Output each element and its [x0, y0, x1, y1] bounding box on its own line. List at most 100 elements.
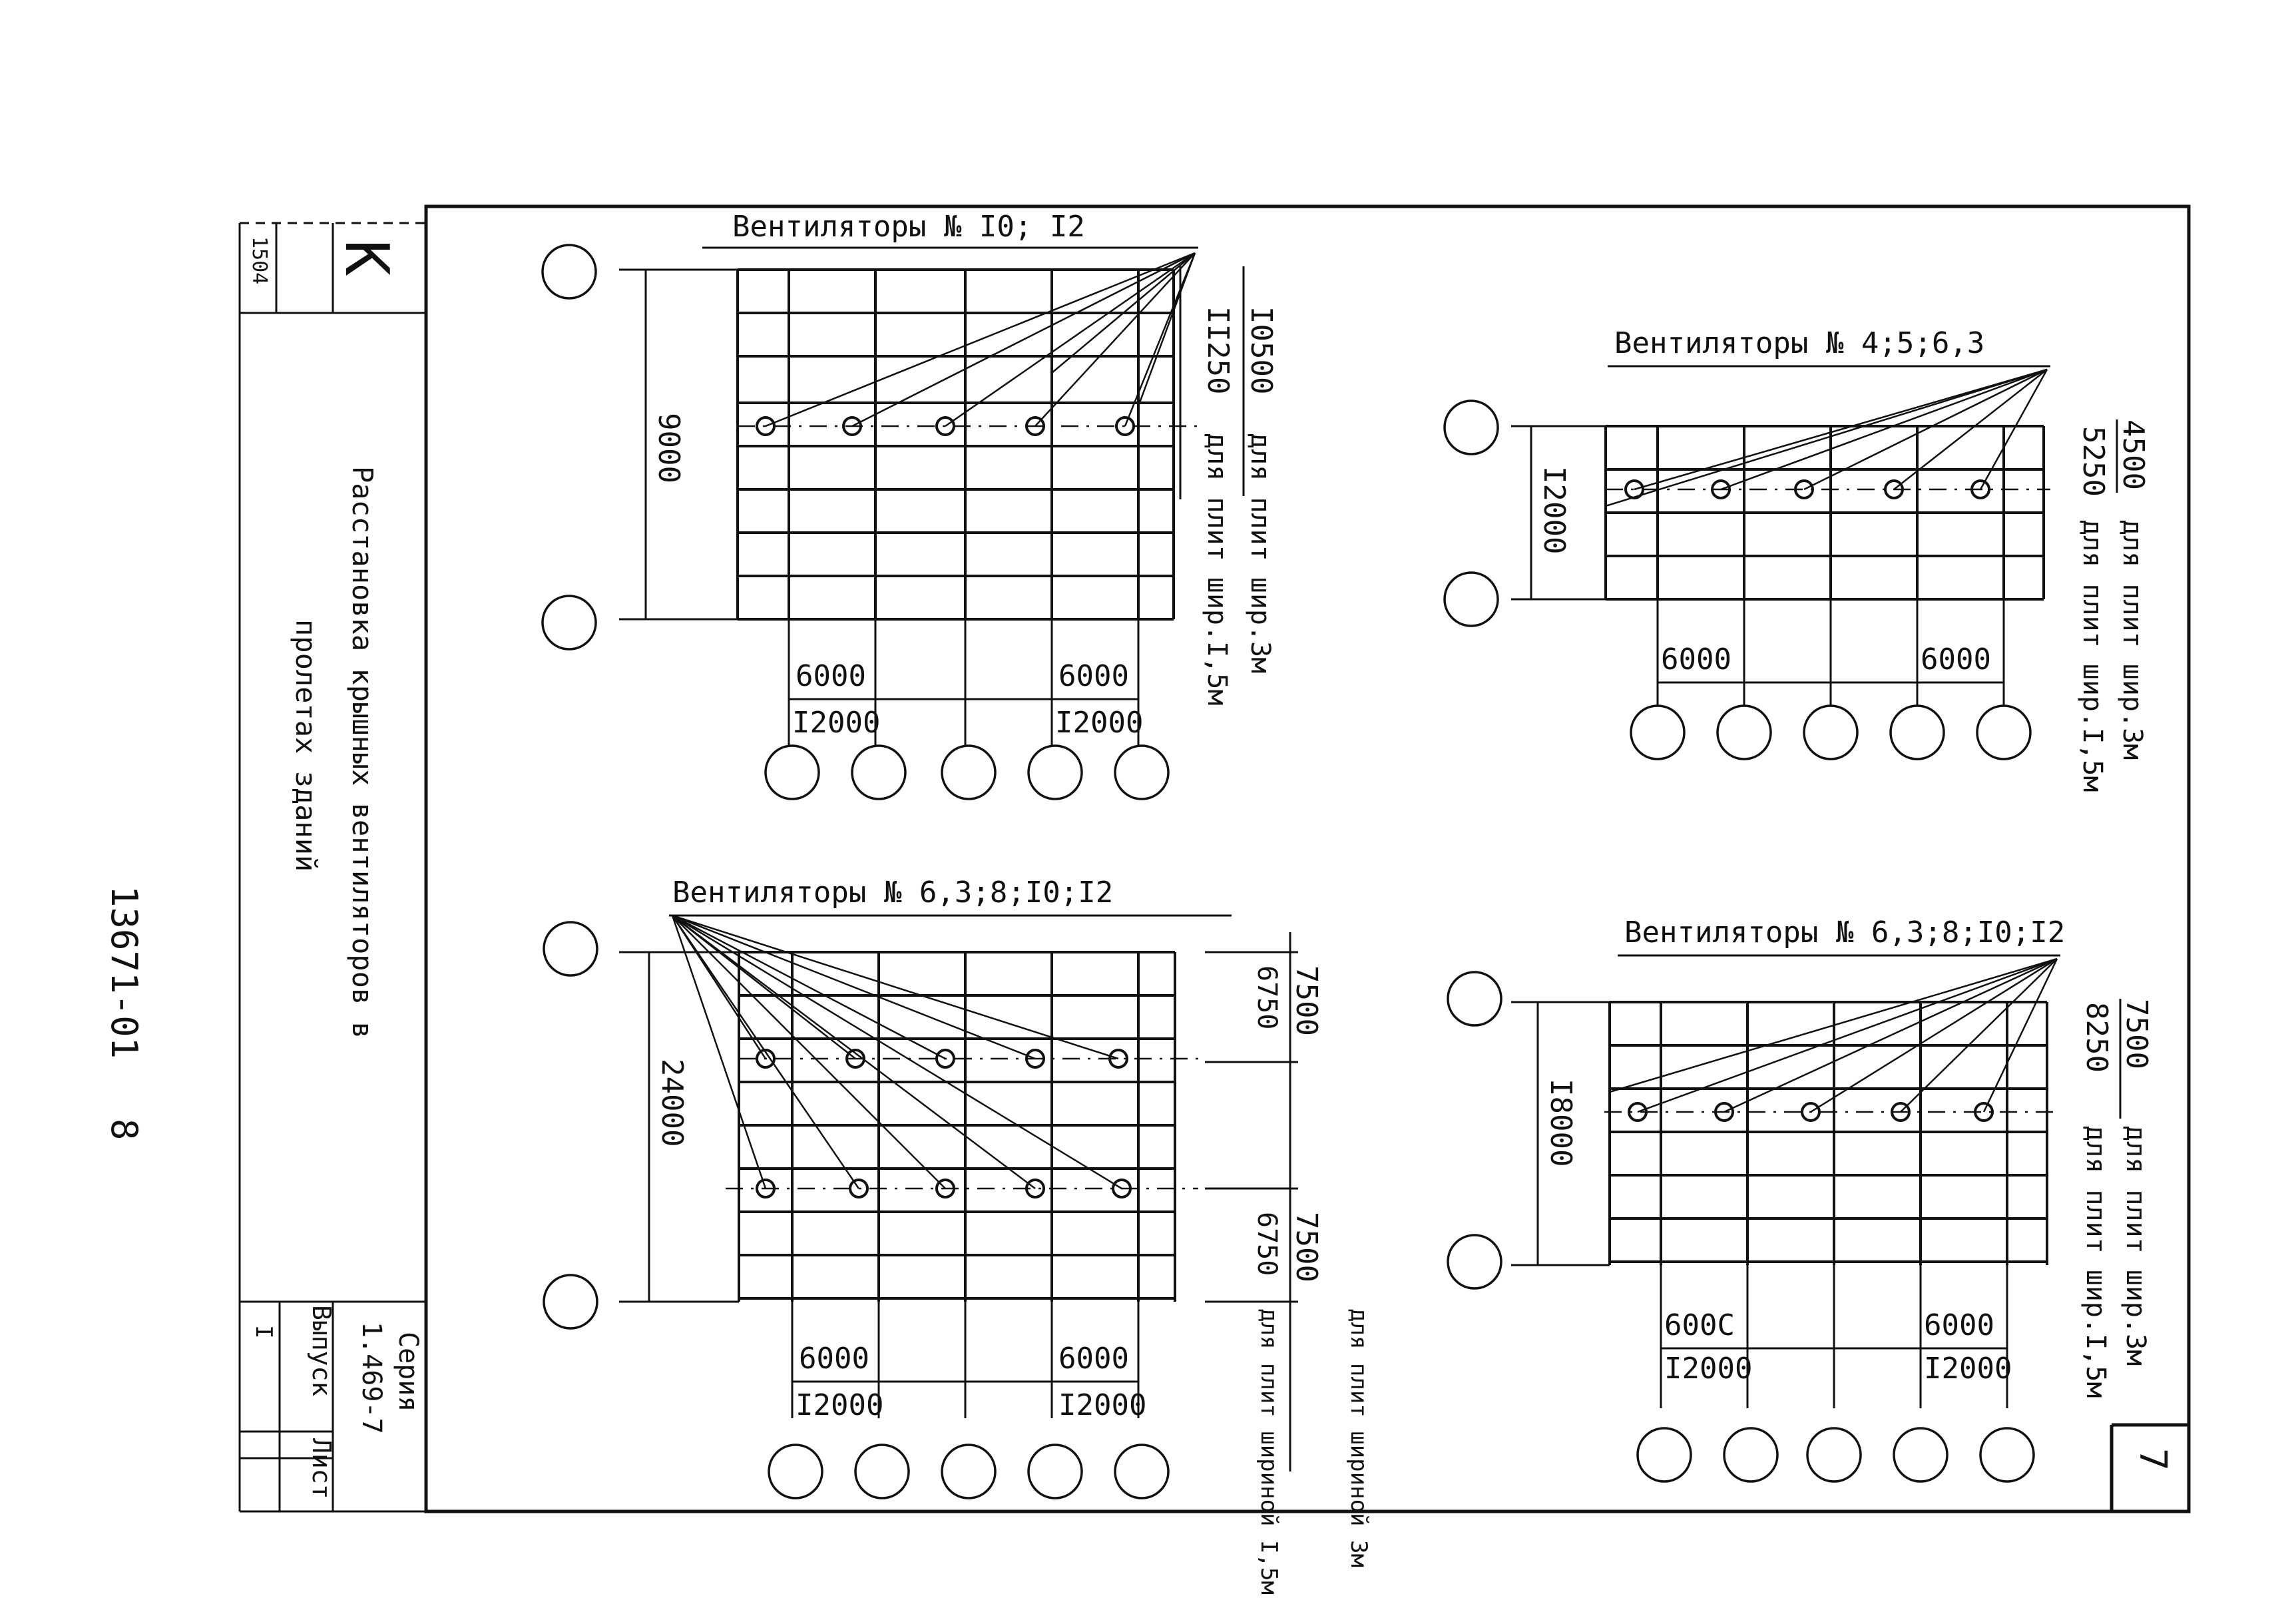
- column-axis-marker: [1979, 1427, 2035, 1483]
- fans-label: Вентиляторы № 4;5;6,3: [1614, 326, 1984, 360]
- width-6000-right: 6000: [1058, 1342, 1129, 1376]
- fan-symbol: [1974, 1102, 1994, 1122]
- span-dimension: 24000: [655, 1059, 689, 1147]
- span-dimension: I8000: [1544, 1079, 1578, 1167]
- page-number: 8: [103, 1119, 145, 1141]
- width-6000-left: 600C: [1664, 1308, 1735, 1342]
- span-dimension: 9000: [652, 413, 686, 483]
- column-axis-marker: [854, 1444, 910, 1499]
- bay-12000-right: I2000: [1924, 1352, 2012, 1386]
- dim-b: 6750: [1252, 965, 1282, 1029]
- column-axis-marker: [541, 244, 597, 300]
- bay-12000-right: I2000: [1058, 1388, 1146, 1422]
- fan-symbol: [1714, 1102, 1734, 1122]
- note-width-3m: для плит шириной 3м: [1345, 1308, 1372, 1567]
- title-strip: 1504 K Расстановка крышных вентиляторов …: [238, 222, 427, 1513]
- column-axis-marker: [1443, 400, 1499, 455]
- dim-a: 7500: [1289, 965, 1323, 1036]
- diagram-fans-18000: Вентиляторы № 6,3;8;I0;I2: [1447, 916, 2154, 1483]
- column-axis-marker: [851, 744, 907, 800]
- document-number: 13671-01: [103, 886, 145, 1059]
- width-6000-left: 6000: [1661, 643, 1731, 676]
- column-axis-marker: [1803, 704, 1859, 760]
- diagram-fans-24000: Вентиляторы № 6,3;8;I0;I2: [543, 876, 1372, 1595]
- sheet-number-box: 7: [2110, 1423, 2189, 1511]
- fan-rays: [1609, 957, 2058, 1113]
- dim-a-note: для плит шир.3м: [2120, 1125, 2151, 1366]
- fan-symbol: [1025, 1049, 1045, 1069]
- dim-d: 6750: [1252, 1212, 1282, 1276]
- width-6000-right: 6000: [1058, 659, 1129, 693]
- dim-c: 7500: [1289, 1212, 1323, 1282]
- column-axis-marker: [1027, 744, 1083, 800]
- fan-symbol: [1711, 479, 1731, 499]
- dim-b: 8250: [2080, 1002, 2114, 1073]
- list-label: Лист: [307, 1438, 336, 1499]
- sheet-number: 7: [2131, 1448, 2174, 1471]
- dim-b-note: для плит шир.I,5м: [2077, 519, 2108, 792]
- fan-symbol: [1970, 479, 1990, 499]
- fan-symbol: [1891, 1102, 1911, 1122]
- column-axis-marker: [1447, 971, 1502, 1027]
- column-axis-marker: [1976, 704, 2032, 760]
- column-axis-marker: [1636, 1427, 1692, 1483]
- column-axis-marker: [768, 1444, 823, 1499]
- fans-label: Вентиляторы № I0; I2: [732, 210, 1085, 244]
- diagram-fans-10-12: Вентиляторы № I0; I2: [541, 210, 1278, 800]
- column-axis-marker: [1114, 1444, 1170, 1499]
- column-axis-marker: [1889, 704, 1945, 760]
- column-axis-marker: [941, 744, 997, 800]
- width-6000-left: 6000: [796, 659, 866, 693]
- width-6000-left: 6000: [799, 1342, 869, 1376]
- bay-12000-left: I2000: [792, 706, 880, 740]
- sheet-title-line1: Расстановка крышных вентиляторов в: [346, 466, 379, 1039]
- fan-symbol: [756, 416, 776, 436]
- fan-symbol: [1624, 479, 1644, 499]
- fan-rays: [671, 914, 1122, 1190]
- column-axis-marker: [1716, 704, 1772, 760]
- dim-b-note: для плит шир.I,5м: [1202, 433, 1232, 705]
- fan-symbol: [1884, 479, 1904, 499]
- fan-symbol: [1108, 1049, 1128, 1069]
- fan-symbol: [756, 1179, 776, 1199]
- roof-grid: [736, 268, 1175, 621]
- fan-symbol: [935, 1179, 955, 1199]
- column-axis-marker: [1443, 571, 1499, 627]
- column-axis-marker: [941, 1444, 997, 1499]
- fan-symbol: [1794, 479, 1814, 499]
- fan-symbol: [935, 416, 955, 436]
- issue-value: I: [250, 1325, 277, 1338]
- note-width-15m: для плит шириной I,5м: [1256, 1308, 1282, 1595]
- fan-symbol: [849, 1179, 869, 1199]
- dim-b: II250: [1201, 306, 1235, 394]
- sheet-frame: [424, 204, 2191, 1513]
- fan-symbol: [845, 1049, 865, 1069]
- issue-label: Выпуск: [307, 1305, 336, 1396]
- column-axis-marker: [1893, 1427, 1949, 1483]
- fan-symbol: [1628, 1102, 1648, 1122]
- column-axis-marker: [1114, 744, 1170, 800]
- dim-a: 4500: [2116, 419, 2150, 490]
- dim-a-note: для плит шир.3м: [2117, 519, 2148, 760]
- dim-b: 5250: [2076, 426, 2110, 497]
- span-dimension: I2000: [1537, 466, 1571, 554]
- fan-symbol: [1801, 1102, 1821, 1122]
- roof-grid: [1608, 1001, 2048, 1265]
- column-axis-marker: [1027, 1444, 1083, 1499]
- width-6000-right: 6000: [1924, 1308, 1994, 1342]
- column-axis-marker: [1447, 1234, 1502, 1290]
- column-axis-marker: [1723, 1427, 1779, 1483]
- width-6000-right: 6000: [1921, 643, 1991, 676]
- fan-symbol: [756, 1049, 776, 1069]
- fan-rays: [1605, 368, 2048, 507]
- dim-a-note: для плит шир.3м: [1245, 433, 1275, 673]
- fan-symbol: [1025, 1179, 1045, 1199]
- dim-b-note: для плит шир.I,5м: [2080, 1125, 2111, 1398]
- fan-symbol: [1112, 1179, 1132, 1199]
- bay-12000-right: I2000: [1055, 706, 1143, 740]
- sheet-title-line2: пролетах зданий: [290, 619, 322, 872]
- column-axis-marker: [543, 1274, 598, 1330]
- stamp-code: 1504: [248, 236, 271, 284]
- series-value: 1.469-7: [356, 1322, 387, 1434]
